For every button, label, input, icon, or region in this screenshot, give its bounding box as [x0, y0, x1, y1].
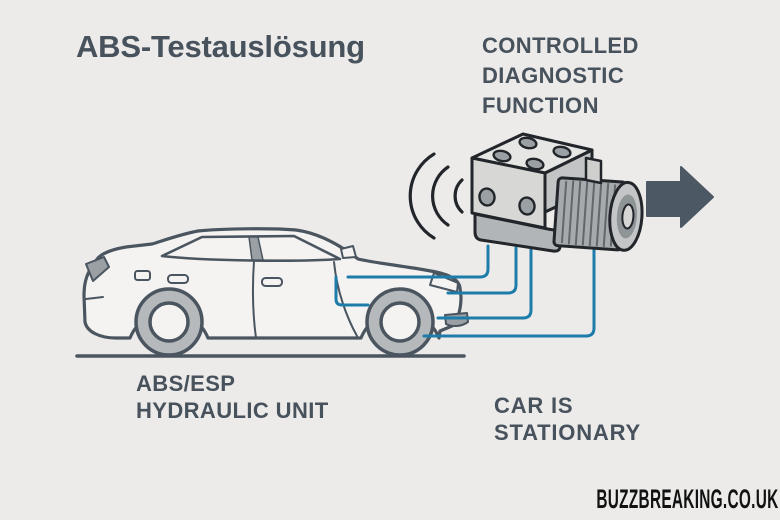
watermark-text: BUZZBREAKING.CO.UK	[595, 484, 778, 514]
front-wheel-rim	[379, 301, 421, 343]
wire-1	[346, 244, 490, 279]
unit-top-ports	[492, 136, 572, 171]
diagnostic-wires	[334, 241, 596, 338]
front-bumper-insert	[444, 312, 469, 328]
taillight	[85, 256, 110, 282]
wire-motor	[422, 241, 596, 338]
front-door-handle	[261, 277, 283, 287]
car-b-pillar	[248, 236, 264, 261]
hydraulic-unit-illustration	[470, 132, 644, 253]
unit-front-ports	[478, 187, 536, 216]
pump-motor-cylinder	[552, 176, 644, 252]
direction-arrow-icon	[646, 166, 714, 228]
label-car-is-stationary: CAR IS STATIONARY	[494, 393, 641, 445]
label-abs-esp-hydraulic-unit: ABS/ESP HYDRAULIC UNIT	[136, 371, 329, 423]
rear-bumper-line	[85, 296, 104, 300]
door-seam	[251, 260, 257, 339]
wire-cabin	[334, 275, 370, 307]
sound-waves-icon	[408, 152, 464, 240]
rear-wheel-rim	[148, 301, 190, 343]
rear-door-handle	[167, 274, 189, 284]
fuel-door	[134, 270, 151, 281]
wire-3	[436, 248, 533, 320]
fender-seam	[333, 261, 358, 337]
page-title: ABS-Testauslösung	[76, 29, 365, 64]
side-mirror	[340, 245, 357, 259]
wire-2	[446, 246, 518, 295]
label-controlled-diagnostic-function: CONTROLLED DIAGNOSTIC FUNCTION	[482, 33, 639, 118]
unit-flange	[584, 156, 603, 185]
car-illustration	[82, 227, 469, 357]
